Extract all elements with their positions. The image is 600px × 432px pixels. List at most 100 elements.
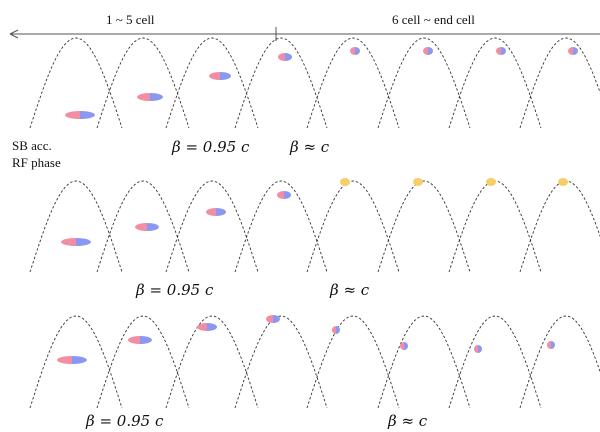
- r3-bunch-1-blue-half: [72, 356, 87, 364]
- r1-bunch-7-red-half: [496, 47, 501, 55]
- r2-bunch-7: [486, 178, 496, 186]
- r1-bunch-2: [137, 93, 163, 101]
- rf-curve-row1-cell5: [306, 37, 400, 129]
- r3-bunch-4: [266, 315, 280, 323]
- r3-bunch-3-blue-half: [207, 323, 217, 331]
- r2-bunch-2-blue-half: [147, 223, 159, 231]
- cell-range-arrows: [9, 27, 600, 41]
- r1-bunch-6-blue-half: [428, 47, 433, 55]
- r1-bunch-2-red-half: [137, 93, 150, 101]
- r3-bunch-6-blue-half: [404, 342, 408, 350]
- rf-curve-row3-cell6: [377, 315, 471, 409]
- side-label-sb-acc: SB acc.: [12, 138, 52, 153]
- r2-bunch-6-core: [413, 178, 423, 186]
- r2-bunch-1-red-half: [61, 238, 76, 246]
- r2-bunch-3-blue-half: [216, 208, 226, 216]
- rf-curve-row3-cell5: [306, 315, 400, 409]
- r2-bunch-3: [206, 208, 226, 216]
- r1-bunch-6: [423, 47, 433, 55]
- rf-phase-curves: [29, 37, 600, 409]
- r2-bunch-1: [61, 238, 91, 246]
- r3-bunch-7: [474, 345, 482, 353]
- row2-beta-fast-label: β ≈ c: [330, 281, 370, 299]
- rf-curve-row2-cell6: [377, 180, 471, 273]
- rf-curve-row1-cell7: [448, 37, 542, 129]
- r3-bunch-3: [197, 323, 217, 331]
- rf-curve-row2-cell4: [234, 180, 328, 273]
- r3-bunch-1: [57, 356, 87, 364]
- r3-bunch-8: [547, 341, 555, 349]
- r3-bunch-3-red-half: [197, 323, 207, 331]
- rf-curve-row2-cell5: [306, 180, 400, 273]
- r3-bunch-7-blue-half: [478, 345, 482, 353]
- rf-curve-row1-cell2: [96, 37, 190, 129]
- row1-beta-slow-label: β = 0.95 c: [172, 138, 250, 156]
- r1-bunch-3: [209, 72, 231, 80]
- r2-bunch-1-blue-half: [76, 238, 91, 246]
- r3-bunch-5-blue-half: [336, 326, 340, 334]
- electron-bunches: [57, 47, 578, 364]
- r1-bunch-1-blue-half: [80, 111, 95, 119]
- r3-bunch-2-blue-half: [140, 336, 152, 344]
- r1-bunch-3-blue-half: [220, 72, 231, 80]
- r1-bunch-8-blue-half: [573, 47, 578, 55]
- r3-bunch-7-red-half: [474, 345, 478, 353]
- rf-curve-row3-cell3: [165, 315, 259, 409]
- r1-bunch-1: [65, 111, 95, 119]
- r3-bunch-4-blue-half: [273, 315, 280, 323]
- r2-bunch-3-red-half: [206, 208, 216, 216]
- rf-curve-row2-cell7: [448, 180, 542, 273]
- r1-bunch-1-red-half: [65, 111, 80, 119]
- rf-curve-row1-cell3: [165, 37, 259, 129]
- r3-bunch-1-red-half: [57, 356, 72, 364]
- row1-beta-fast-label: β ≈ c: [290, 138, 330, 156]
- r3-bunch-8-red-half: [547, 341, 551, 349]
- r1-bunch-7: [496, 47, 506, 55]
- r2-bunch-5-core: [340, 178, 350, 186]
- r1-bunch-2-blue-half: [150, 93, 163, 101]
- r1-bunch-4-blue-half: [285, 53, 292, 61]
- rf-curve-row2-cell8: [519, 180, 600, 273]
- r3-bunch-5: [332, 326, 340, 334]
- rf-curve-row2-cell3: [165, 180, 259, 273]
- r2-bunch-8-core: [558, 178, 568, 186]
- r1-bunch-6-red-half: [423, 47, 428, 55]
- side-label-rf-phase: RF phase: [12, 155, 61, 170]
- r1-bunch-5-red-half: [350, 47, 355, 55]
- r1-bunch-7-blue-half: [501, 47, 506, 55]
- rf-curve-row3-cell4: [234, 315, 328, 409]
- r2-bunch-4-blue-half: [284, 191, 291, 199]
- r3-bunch-5-red-half: [332, 326, 336, 334]
- r3-bunch-4-red-half: [266, 315, 273, 323]
- r1-bunch-8: [568, 47, 578, 55]
- header-left-label: 1 ~ 5 cell: [106, 12, 155, 27]
- rf-curve-row2-cell1: [29, 180, 123, 273]
- r2-bunch-4: [277, 191, 291, 199]
- rf-curve-row3-cell2: [96, 315, 190, 409]
- r3-bunch-8-blue-half: [551, 341, 555, 349]
- r3-bunch-6-red-half: [400, 342, 404, 350]
- rf-curve-row1-cell4: [234, 37, 328, 129]
- row2-beta-slow-label: β = 0.95 c: [136, 281, 214, 299]
- r1-bunch-3-red-half: [209, 72, 220, 80]
- r2-bunch-7-core: [486, 178, 496, 186]
- header-right-label: 6 cell ~ end cell: [392, 12, 475, 27]
- r3-bunch-6: [400, 342, 408, 350]
- r1-bunch-5-blue-half: [355, 47, 360, 55]
- rf-curve-row1-cell1: [29, 37, 123, 129]
- left-range-arrowhead: [9, 29, 19, 39]
- rf-curve-row1-cell6: [377, 37, 471, 129]
- row3-beta-slow-label: β = 0.95 c: [86, 412, 164, 430]
- r2-bunch-5: [340, 178, 350, 186]
- r1-bunch-4: [278, 53, 292, 61]
- rf-curve-row1-cell8: [519, 37, 600, 129]
- r2-bunch-2-red-half: [135, 223, 147, 231]
- row3-beta-fast-label: β ≈ c: [388, 412, 428, 430]
- r1-bunch-4-red-half: [278, 53, 285, 61]
- r2-bunch-4-red-half: [277, 191, 284, 199]
- rf-curve-row3-cell1: [29, 315, 123, 409]
- r2-bunch-8: [558, 178, 568, 186]
- r2-bunch-6: [413, 178, 423, 186]
- rf-curve-row3-cell7: [448, 315, 542, 409]
